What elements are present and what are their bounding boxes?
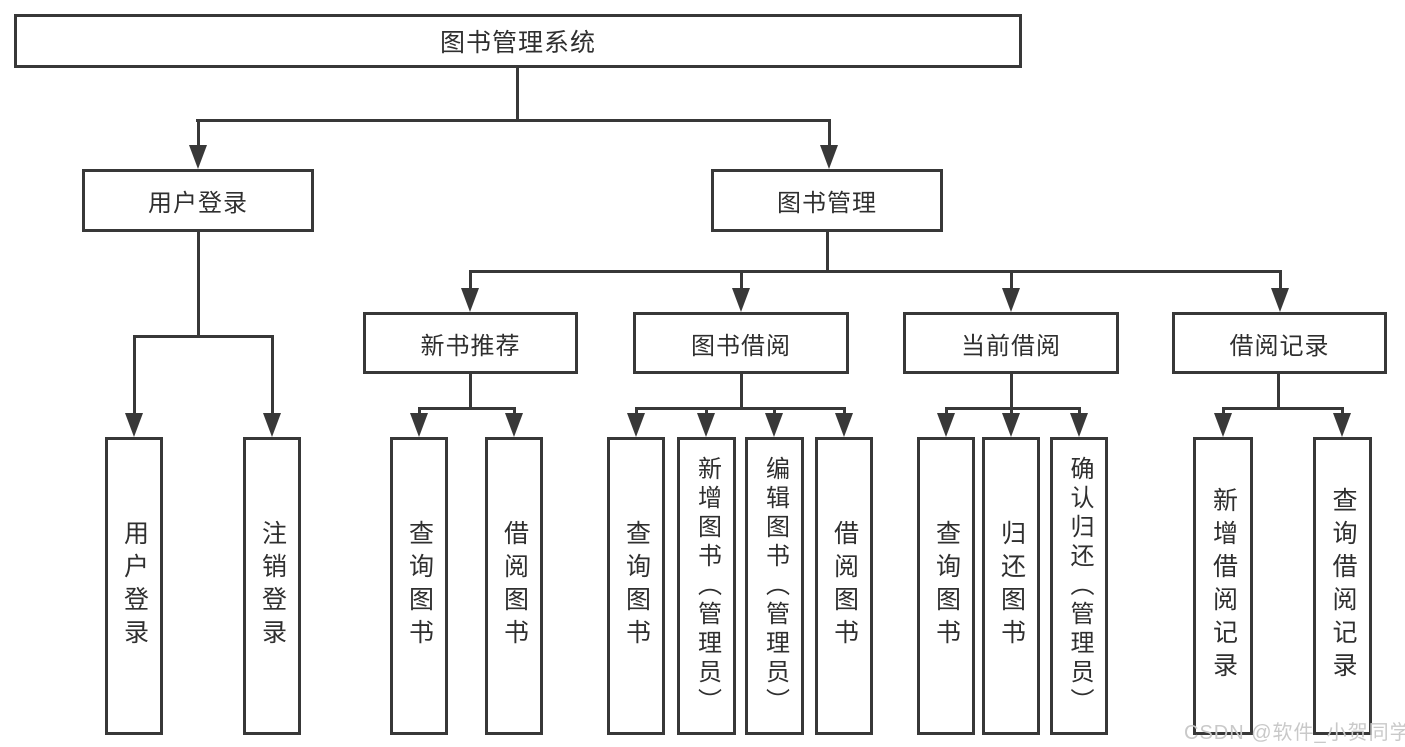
arrow-down-icon: [505, 413, 523, 437]
node-label: 用户登录: [120, 520, 149, 652]
node-label: 借阅图书: [830, 520, 859, 652]
arrow-down-icon: [697, 413, 715, 437]
arrow-down-icon: [765, 413, 783, 437]
connector-line: [1222, 407, 1225, 416]
arrow-down-icon: [1214, 413, 1232, 437]
node-label: 确认归还（管理员）: [1066, 455, 1093, 717]
connector-line: [773, 407, 776, 416]
connector-line: [418, 407, 421, 416]
arrow-down-icon: [461, 288, 479, 312]
connector-line: [1010, 407, 1013, 416]
leaf-query-books-recommend: 查询图书: [390, 437, 448, 735]
connector-line: [1078, 407, 1081, 416]
csdn-watermark: CSDN @软件_小贺同学: [1184, 722, 1405, 744]
leaf-return-books: 归还图书: [982, 437, 1040, 735]
connector-line: [740, 374, 743, 410]
node-new-book-recommend: 新书推荐: [363, 312, 578, 374]
connector-line: [945, 407, 948, 416]
arrow-down-icon: [820, 145, 838, 169]
node-user-login: 用户登录: [82, 169, 314, 232]
node-label: 查询借阅记录: [1329, 487, 1357, 685]
node-label: 借阅记录: [1229, 332, 1330, 360]
arrow-down-icon: [189, 145, 207, 169]
node-label: 新增图书（管理员）: [693, 455, 721, 717]
node-label: 图书管理: [777, 190, 877, 217]
connector-line: [740, 270, 743, 290]
leaf-query-books-borrowing: 查询图书: [607, 437, 665, 735]
arrow-down-icon: [1002, 288, 1020, 312]
connector-line: [828, 119, 831, 148]
connector-line: [1277, 374, 1280, 410]
node-label: 借阅图书: [500, 520, 529, 652]
connector-line: [197, 232, 200, 338]
node-library-management-system: 图书管理系统: [14, 14, 1022, 68]
leaf-add-borrow-record: 新增借阅记录: [1193, 437, 1253, 735]
connector-line: [469, 270, 1282, 273]
node-label: 新书推荐: [420, 332, 521, 360]
connector-line: [945, 407, 1081, 410]
connector-line: [516, 68, 519, 122]
node-label: 图书管理系统: [439, 29, 596, 57]
connector-line: [469, 270, 472, 290]
node-book-management: 图书管理: [711, 169, 943, 232]
arrow-down-icon: [1070, 413, 1088, 437]
connector-line: [826, 232, 829, 273]
connector-line: [635, 407, 638, 416]
connector-line: [469, 374, 472, 410]
connector-line: [705, 407, 708, 416]
node-current-borrowing: 当前借阅: [903, 312, 1119, 374]
connector-line: [513, 407, 516, 416]
node-label: 编辑图书（管理员）: [761, 455, 789, 717]
connector-line: [843, 407, 846, 416]
connector-line: [196, 119, 831, 122]
arrow-down-icon: [263, 413, 281, 437]
node-label: 注销登录: [258, 520, 287, 652]
node-label: 查询图书: [405, 520, 434, 652]
node-label: 新增借阅记录: [1209, 487, 1238, 685]
connector-line: [1279, 270, 1282, 290]
leaf-add-books-admin: 新增图书（管理员）: [677, 437, 736, 735]
connector-line: [133, 335, 136, 415]
node-label: 归还图书: [997, 520, 1026, 652]
arrow-down-icon: [1333, 413, 1351, 437]
leaf-user-login: 用户登录: [105, 437, 163, 735]
arrow-down-icon: [1002, 413, 1020, 437]
leaf-borrow-books-borrowing: 借阅图书: [815, 437, 873, 735]
leaf-query-borrow-record: 查询借阅记录: [1313, 437, 1372, 735]
leaf-borrow-books-recommend: 借阅图书: [485, 437, 543, 735]
connector-line: [635, 407, 846, 410]
node-label: 当前借阅: [961, 332, 1061, 360]
leaf-edit-books-admin: 编辑图书（管理员）: [745, 437, 804, 735]
connector-line: [418, 407, 516, 410]
connector-line: [133, 335, 274, 338]
connector-line: [271, 335, 274, 415]
node-label: 查询图书: [932, 520, 961, 652]
connector-line: [1010, 270, 1013, 290]
arrow-down-icon: [1271, 288, 1289, 312]
arrow-down-icon: [627, 413, 645, 437]
arrow-down-icon: [732, 288, 750, 312]
node-borrowing-records: 借阅记录: [1172, 312, 1387, 374]
arrow-down-icon: [410, 413, 428, 437]
arrow-down-icon: [937, 413, 955, 437]
node-book-borrowing: 图书借阅: [633, 312, 849, 374]
leaf-confirm-return-admin: 确认归还（管理员）: [1050, 437, 1108, 735]
arrow-down-icon: [835, 413, 853, 437]
connector-line: [1222, 407, 1344, 410]
connector-line: [197, 119, 200, 148]
node-label: 用户登录: [148, 190, 248, 217]
node-label: 查询图书: [622, 520, 651, 652]
connector-line: [1010, 374, 1013, 410]
arrow-down-icon: [125, 413, 143, 437]
node-label: 图书借阅: [691, 332, 791, 360]
leaf-query-books-current: 查询图书: [917, 437, 975, 735]
leaf-logout: 注销登录: [243, 437, 301, 735]
connector-line: [1341, 407, 1344, 416]
